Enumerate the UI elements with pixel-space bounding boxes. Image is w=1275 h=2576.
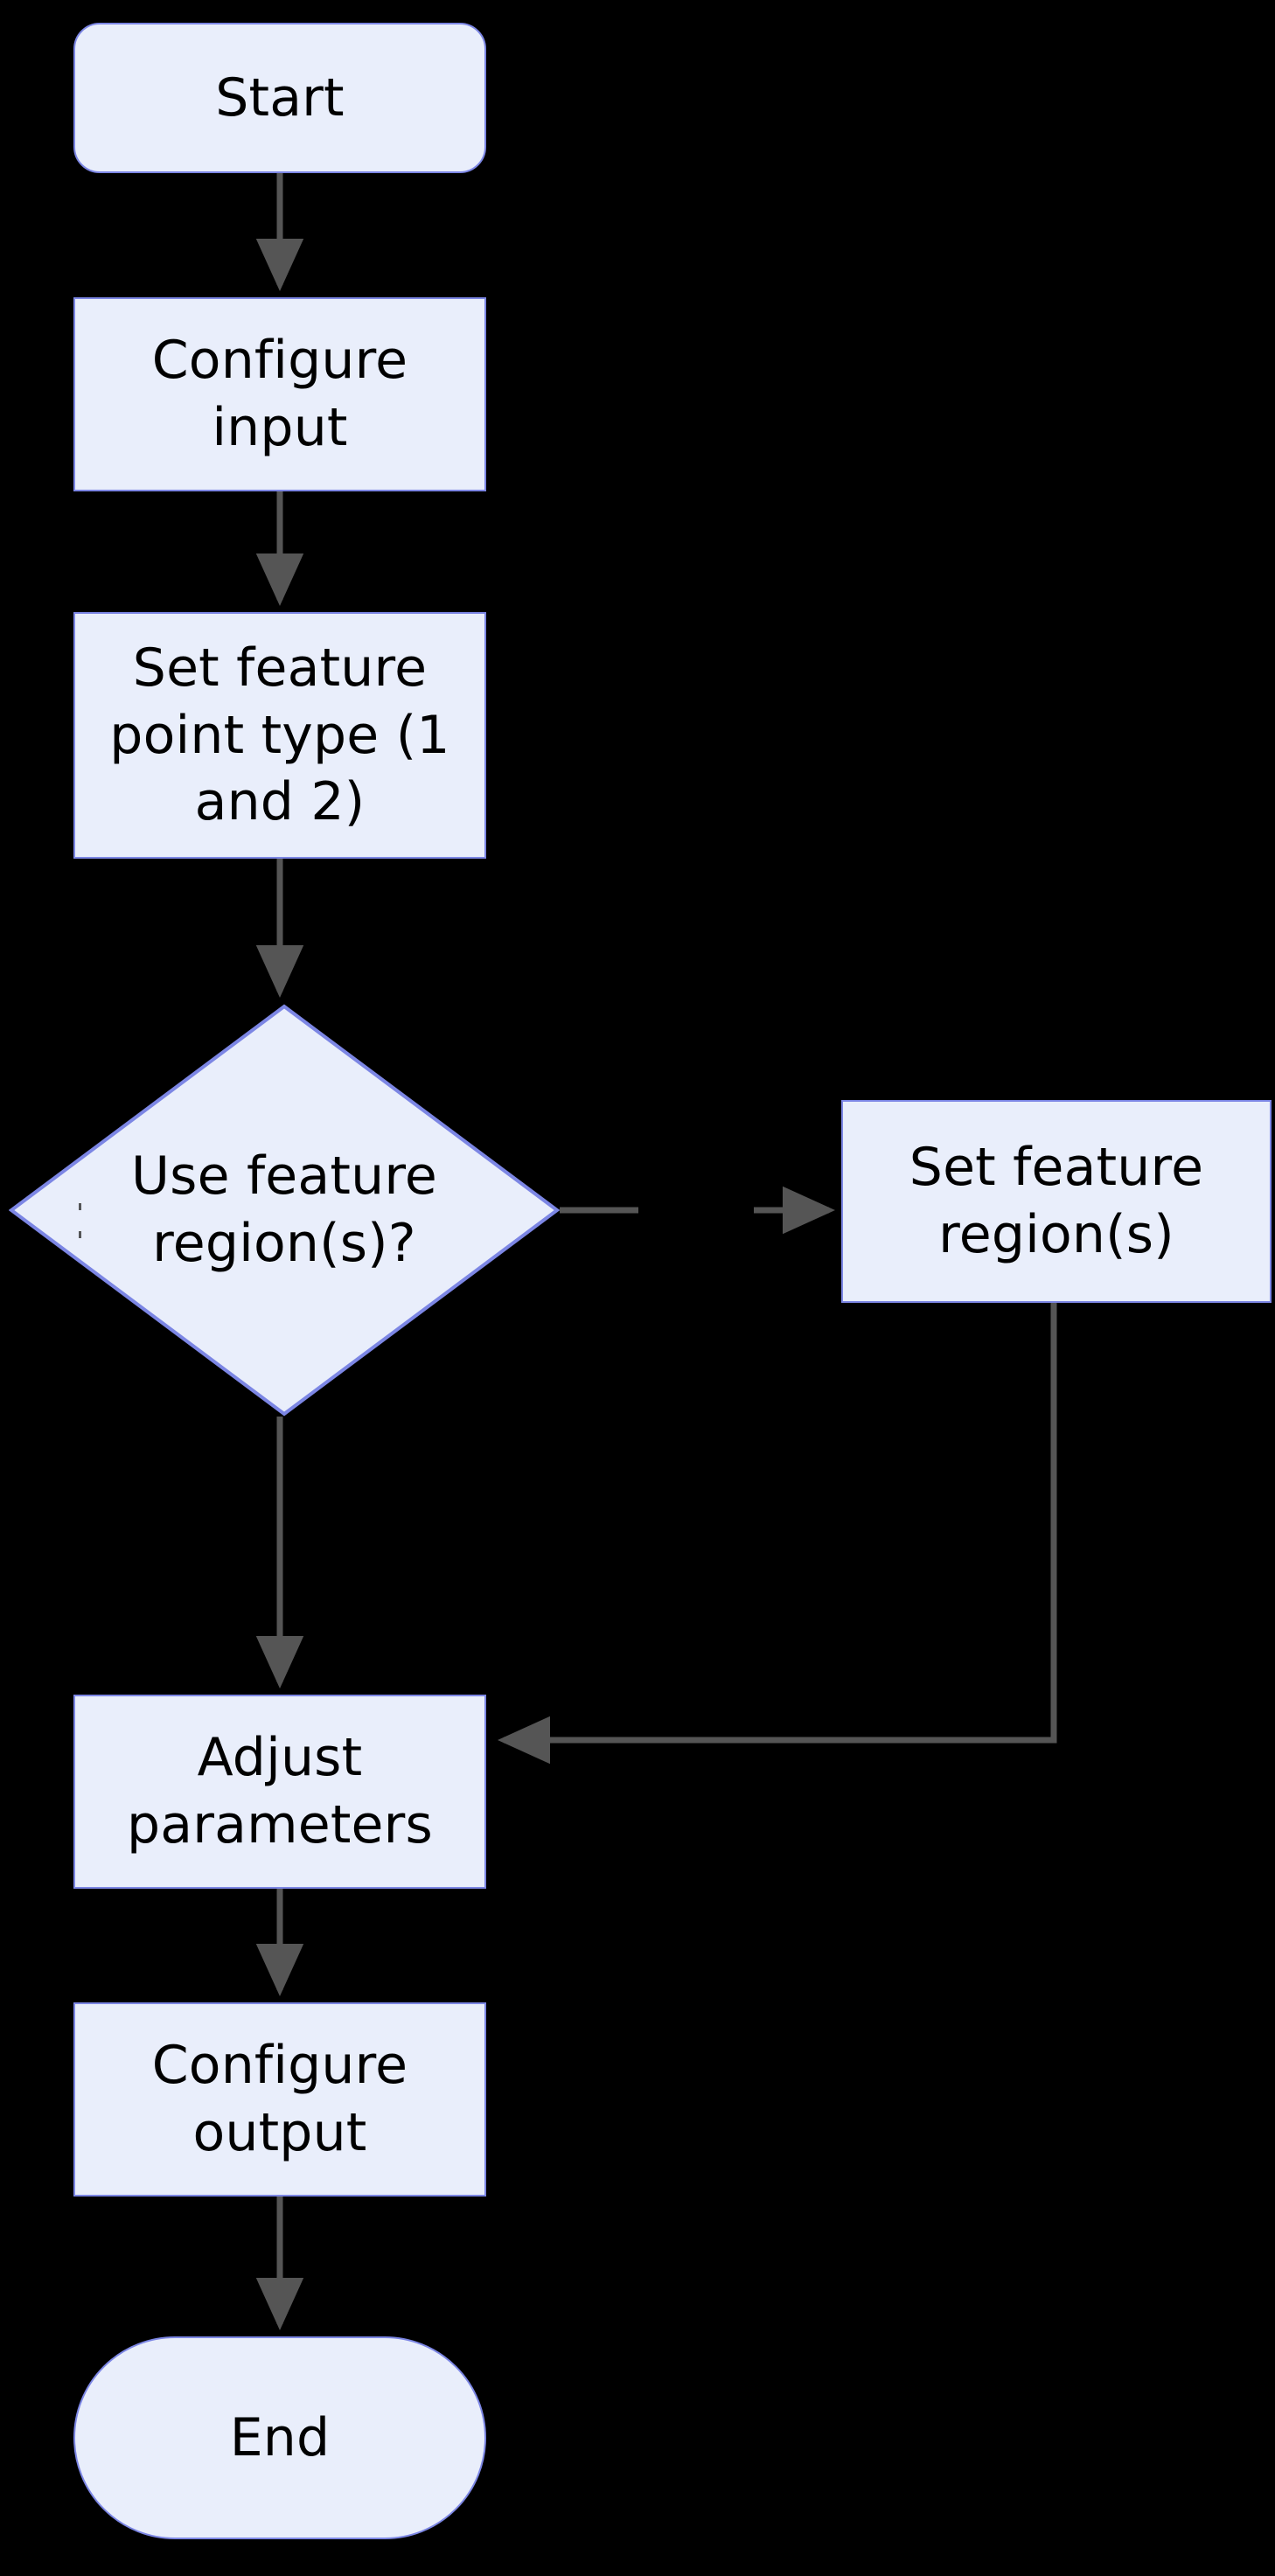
- node-set-feature-point-type[interactable]: Set feature point type (1 and 2): [73, 612, 486, 859]
- diamond-shape: [9, 1004, 560, 1417]
- node-end-label: End: [229, 2406, 331, 2468]
- node-start[interactable]: Start: [73, 23, 486, 173]
- node-set-feature-point-type-label: Set feature point type (1 and 2): [109, 637, 450, 833]
- node-configure-output[interactable]: Configure output: [73, 2002, 486, 2197]
- node-start-label: Start: [215, 66, 345, 129]
- node-adjust-parameters-label: Adjust parameters: [126, 1727, 434, 1855]
- node-set-feature-region-label: Set feature region(s): [909, 1137, 1204, 1265]
- edge-label-marker-no: [79, 1231, 81, 1238]
- edge-set-feature-region-to-adjust-parameters: [497, 1303, 1057, 1765]
- node-adjust-parameters[interactable]: Adjust parameters: [73, 1695, 486, 1889]
- edge-label-marker-yes: [79, 1203, 81, 1210]
- node-set-feature-region[interactable]: Set feature region(s): [841, 1100, 1272, 1303]
- node-use-feature-region-label: Use feature region(s)?: [131, 1145, 437, 1274]
- node-configure-input[interactable]: Configure input: [73, 297, 486, 491]
- node-configure-input-label: Configure input: [151, 330, 408, 458]
- node-end[interactable]: End: [73, 2336, 486, 2539]
- node-use-feature-region[interactable]: Use feature region(s)?: [9, 1004, 560, 1417]
- node-configure-output-label: Configure output: [151, 2035, 408, 2163]
